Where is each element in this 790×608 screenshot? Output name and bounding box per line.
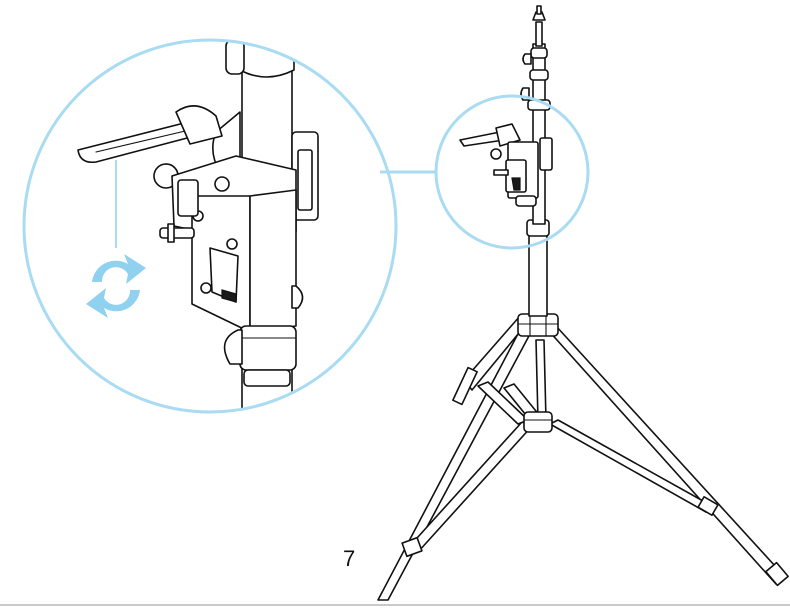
stand-leg-right	[547, 325, 789, 587]
stand-leg-hub	[517, 313, 559, 337]
callout-circle-large	[22, 38, 398, 414]
stand-leg-left	[377, 315, 531, 601]
rotate-indicator	[86, 160, 146, 318]
stand-braces	[401, 381, 719, 558]
stand-lower-hub	[523, 411, 553, 433]
page-number: 7	[343, 546, 356, 571]
light-stand	[377, 5, 789, 601]
stand-clamp-small	[459, 123, 553, 207]
page-bottom-rule	[0, 604, 790, 606]
stand-leg-front	[535, 339, 547, 421]
callout-circle-small	[434, 94, 590, 250]
rotate-arrows-icon	[86, 254, 146, 318]
magnified-clamp-detail	[77, 40, 319, 412]
